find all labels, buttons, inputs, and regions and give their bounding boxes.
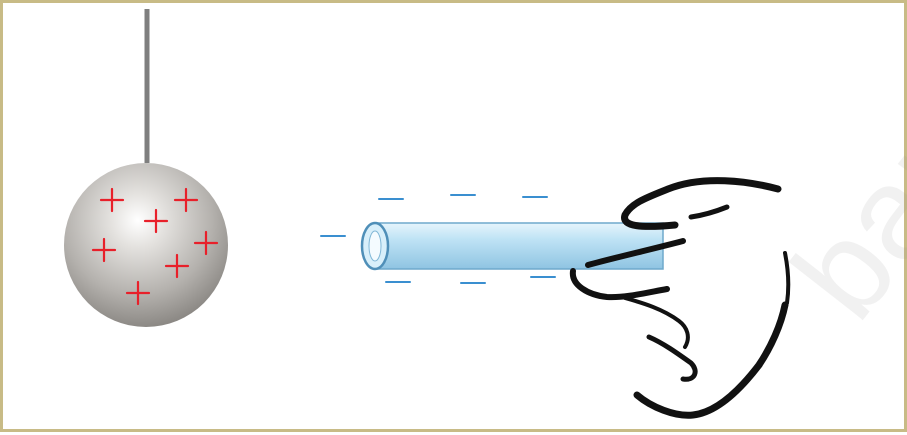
pith-ball xyxy=(64,163,228,327)
glass-rod xyxy=(362,223,663,269)
hand-icon xyxy=(573,181,788,416)
diagram-canvas xyxy=(3,3,907,435)
